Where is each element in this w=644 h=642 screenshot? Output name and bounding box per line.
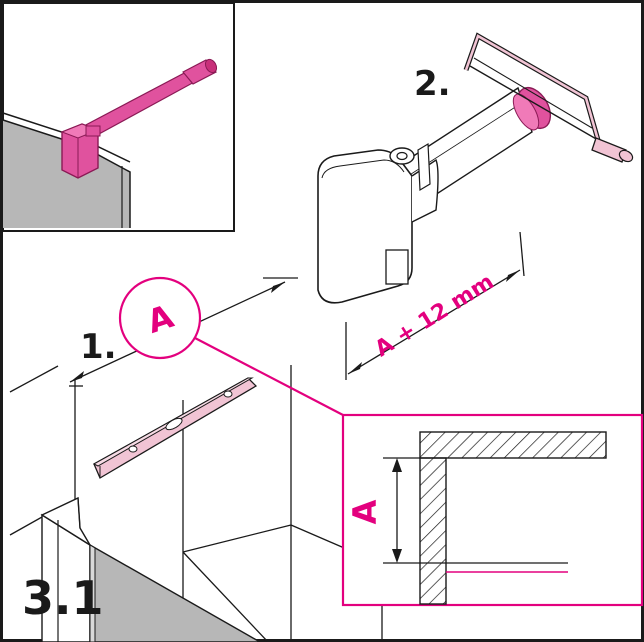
detail-dimension-label: A [346,499,384,524]
inset-glass-panel [2,112,131,228]
spirit-level [92,377,258,479]
hacksaw [463,32,634,163]
wall-scene [9,276,383,642]
detail-view [341,413,644,607]
hacksaw-profile-scene [317,32,634,380]
callout-circle [118,276,202,360]
glass-panel [40,496,262,642]
wall-profile-bracket [317,142,439,304]
step-2-label: 2. [414,64,451,104]
step-1-label: 1. [80,327,117,367]
inset-preview [2,2,235,232]
inset-stabilizer-bar [60,58,218,179]
section-number: 3.1 [22,571,104,625]
